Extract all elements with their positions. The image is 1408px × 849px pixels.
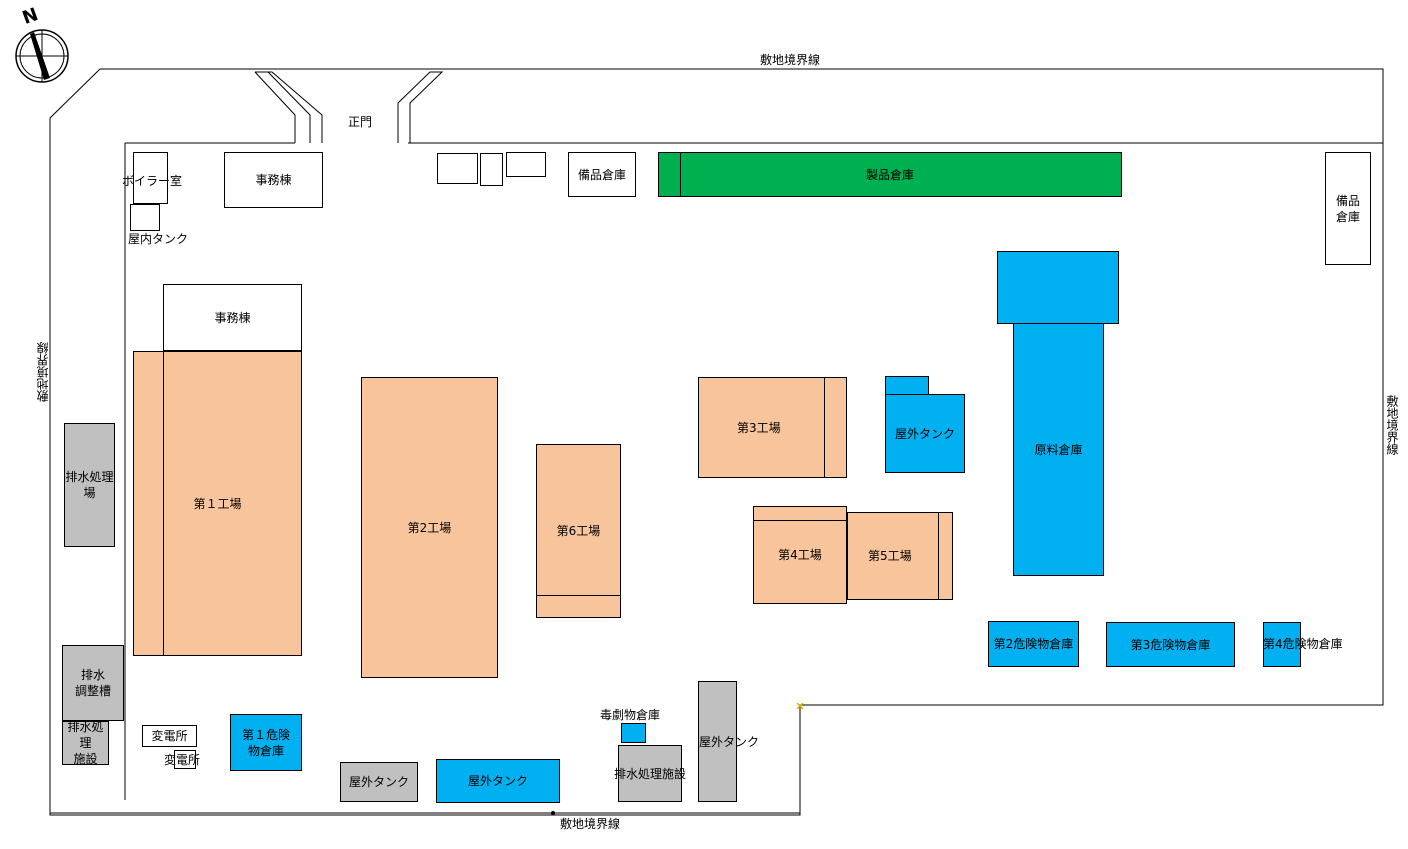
site-boundary-outer [49, 68, 1384, 816]
gate-left-ramp [254, 71, 323, 143]
outdoor-tank-small: 屋外タンク [340, 762, 418, 802]
office-building-top: 事務棟 [224, 152, 323, 208]
drainage-facility-left: 排水処理 施設 [62, 720, 109, 766]
boundary-label-bottom: 敷地境界線 [560, 817, 621, 831]
poison-store-label: 毒劇物倉庫 [600, 708, 661, 722]
supply-storage-top: 備品倉庫 [568, 152, 636, 197]
supply-storage-right: 備品 倉庫 [1325, 152, 1371, 265]
drainage-facility-bottom: 排水処理施設 [614, 745, 686, 802]
drainage-adjustment-tank: 排水 調整槽 [62, 645, 124, 721]
boiler-room-label: ボイラー室 [122, 174, 183, 188]
office-building-mid: 事務棟 [163, 284, 302, 351]
gatehouse-box-2 [480, 153, 503, 186]
gate-right-ramp [397, 71, 444, 143]
factory-1-divider [163, 351, 164, 656]
gatehouse-box-1 [437, 153, 478, 184]
outdoor-tank-right: 屋外タンク [885, 394, 965, 473]
product-warehouse-divider [680, 152, 681, 197]
boundary-label-left: 敷地境界線 [36, 342, 50, 402]
substation-b-label: 変電所 [164, 753, 201, 767]
outdoor-tank-blue: 屋外タンク [436, 759, 560, 803]
main-gate-label: 正門 [348, 115, 373, 129]
corner-marker [796, 702, 804, 710]
dimension-marker [551, 811, 555, 815]
hazmat-warehouse-1: 第１危険 物倉庫 [230, 714, 302, 771]
hazmat-warehouse-2: 第2危険物倉庫 [988, 621, 1079, 667]
factory-6: 第6工場 [536, 444, 621, 618]
poison-store-box [621, 723, 646, 743]
product-warehouse: 製品倉庫 [658, 152, 1122, 197]
raw-material-warehouse: 原料倉庫 [1013, 323, 1104, 576]
raw-material-warehouse-top [997, 251, 1119, 324]
factory-6-divider [536, 595, 621, 596]
outdoor-tank-tall: 屋外タンク [698, 681, 759, 802]
factory-2: 第2工場 [361, 377, 498, 678]
outdoor-tank-right-top [885, 376, 929, 396]
indoor-tank-box [130, 204, 160, 231]
factory-1: 第１工場 [133, 351, 302, 656]
gatehouse-box-3 [506, 152, 546, 177]
substation-b-box [174, 750, 196, 769]
indoor-tank-label: 屋内タンク [128, 232, 189, 246]
factory-4: 第4工場 [753, 506, 847, 604]
substation-a: 変電所 [142, 725, 197, 747]
drainage-treatment-plant: 排水処理場 [64, 423, 115, 547]
boundary-label-right: 敷地境界線 [1385, 395, 1399, 455]
compass-icon [15, 29, 69, 83]
factory-3-divider [824, 377, 825, 478]
hazmat-warehouse-4-label: 第4危険物倉庫 [1263, 637, 1343, 651]
hazmat-warehouse-3: 第3危険物倉庫 [1106, 622, 1235, 667]
factory-4-divider [753, 520, 847, 521]
factory-3: 第3工場 [698, 377, 847, 478]
boiler-room-box [133, 152, 168, 204]
factory-5-divider [938, 512, 939, 600]
hazmat-warehouse-4-box [1263, 622, 1301, 667]
boundary-label-top: 敷地境界線 [760, 53, 821, 67]
inner-road-line [124, 142, 1383, 800]
factory-5: 第5工場 [847, 512, 953, 600]
